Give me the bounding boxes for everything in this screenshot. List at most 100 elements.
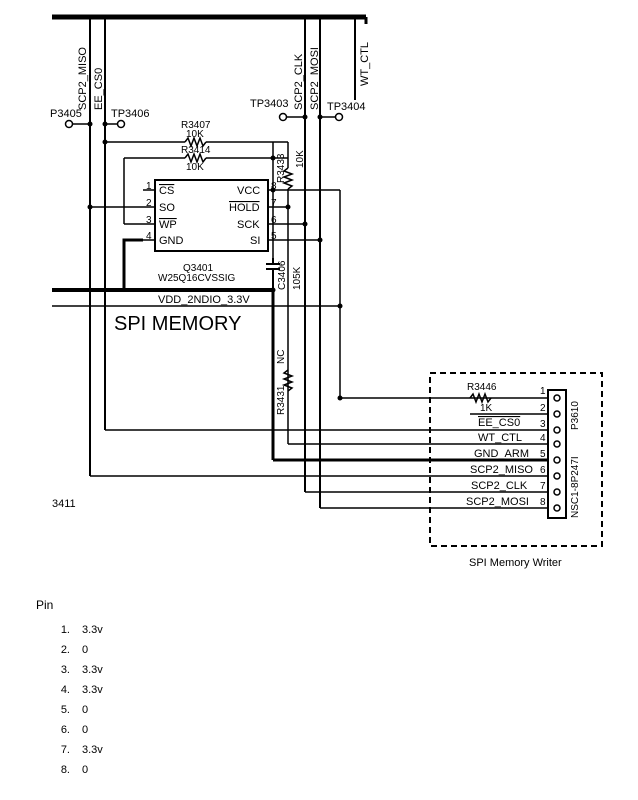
r3446-ref: R3446 (467, 382, 497, 393)
page-ref: 3411 (52, 498, 76, 510)
connector-title: SPI Memory Writer (469, 557, 562, 569)
r3433-value: 10K (295, 150, 306, 168)
chip-pin-2-name: SO (159, 202, 175, 214)
c3406-ref: C3406 (277, 260, 288, 290)
chip-pin-3-num: 3 (146, 215, 152, 226)
chip-pin-1-name: CS (159, 185, 174, 197)
pin-voltage: 3.3v (82, 744, 103, 756)
r3407-ref: R3407 (181, 120, 211, 131)
pin-number: 5. (60, 704, 70, 716)
pin-heading: Pin (36, 598, 54, 612)
pin-number: 3. (60, 664, 70, 676)
connector-pin-7-num: 7 (540, 481, 546, 492)
connector-pin-4-label: WT_CTL (478, 432, 522, 444)
connector-pin-8-num: 8 (540, 497, 546, 508)
r3431-value: NC (276, 350, 287, 364)
connector-pin-5-num: 5 (540, 449, 546, 460)
chip-pin-5-name: SI (250, 235, 260, 247)
chip-pin-4-num: 4 (146, 231, 152, 242)
label-tp3403: TP3403 (250, 98, 289, 110)
connector-pin-3-label: EE_CS0 (478, 417, 520, 429)
list-item: 7. 3.3v (28, 740, 103, 760)
pin-voltage: 0 (82, 704, 89, 716)
chip-ref: Q3401 (183, 263, 213, 274)
connector-outline (429, 372, 603, 547)
connector-pin-5-label: GND_ARM (474, 448, 529, 460)
c3406-value: 105K (292, 266, 303, 290)
list-item: 5.0 (28, 700, 103, 720)
label-scp2-miso: SCP2_MISO (77, 47, 89, 110)
chip-pin-7-name: HOLD (229, 202, 260, 214)
chip-right-wiring (90, 189, 548, 509)
chip-pin-6-name: SCK (237, 219, 260, 231)
chip-pin-4-name: GND (159, 235, 184, 247)
pin-number: 2. (60, 644, 70, 656)
connector-pin-2-label: 1K (480, 403, 493, 414)
pin-voltage: 3.3v (82, 684, 103, 696)
connector-ref: P3610 (570, 401, 581, 430)
resistor-r3431 (281, 369, 295, 392)
connector-pin-6-num: 6 (540, 465, 546, 476)
r3433-ref: R3433 (276, 153, 287, 183)
chip-pin-6-num: 6 (271, 215, 277, 226)
pin-voltage-section: Pin 1.3.3v 2.0 3.3.3v 4.3.3v 5.0 6.0 7.3… (0, 590, 638, 800)
connector-pin-8-label: SCP2_MOSI (466, 496, 529, 508)
r3414-value: 10K (186, 162, 204, 173)
chip-pin-5-num: 5 (271, 231, 277, 242)
pin-voltage: 3.3v (82, 624, 103, 636)
chip-pin-8-name: VCC (237, 185, 260, 197)
chip-pin-3-name: WP (159, 219, 177, 231)
label-tp3406: TP3406 (111, 108, 150, 120)
section-title: SPI MEMORY (114, 313, 241, 335)
pin-voltage-list: 1.3.3v 2.0 3.3.3v 4.3.3v 5.0 6.0 7.3.3v … (28, 620, 103, 780)
schematic-diagram: SCP2_MISO EE_CS0 SCP2_CLK SCP2_MOSI WT_C… (50, 14, 603, 569)
list-item: 6.0 (28, 720, 103, 740)
tp3405-marker (64, 119, 74, 129)
tp3406-marker (116, 119, 126, 129)
list-item: 2.0 (28, 640, 103, 660)
connector-pin-1-num: 1 (540, 386, 546, 397)
connector-pin-7-label: SCP2_CLK (471, 480, 528, 492)
chip-part-number: W25Q16CVSSIG (158, 273, 235, 284)
connector-pin-3-num: 3 (540, 419, 546, 430)
label-tp3405: P3405 (50, 108, 82, 120)
tp3404-marker (334, 112, 344, 122)
label-ee-cs0: EE_CS0 (93, 68, 105, 110)
tp3403-marker (278, 112, 288, 122)
list-item: 4. 3.3v (28, 680, 103, 700)
chip-pin-8-num: 8 (271, 181, 277, 192)
connector-pin-6-label: SCP2_MISO (470, 464, 533, 476)
chip-pin-7-num: 7 (271, 198, 277, 209)
list-item: 1.3.3v (28, 620, 103, 640)
pin-number: 7. (60, 744, 70, 756)
resistor-r3446 (469, 391, 492, 405)
pin-number: 6. (60, 724, 70, 736)
list-item: 8.0 (28, 760, 103, 780)
pin-voltage: 0 (82, 764, 89, 776)
power-buses (52, 238, 548, 462)
connector-pin-4-num: 4 (540, 433, 546, 444)
pin-voltage: 0 (82, 724, 89, 736)
pin-number: 4. (60, 684, 70, 696)
r3431-ref: R3431 (276, 385, 287, 415)
pin-voltage: 3.3v (82, 664, 103, 676)
pin-voltage: 0 (82, 644, 89, 656)
test-points (64, 112, 344, 129)
label-vdd: VDD_2NDIO_3.3V (158, 294, 250, 306)
label-tp3404: TP3404 (327, 101, 366, 113)
vertical-nets (89, 17, 356, 508)
r3407-value: 10K (186, 129, 204, 140)
connector-part: NSC1-8P247I (570, 456, 581, 518)
chip-pin-1-num: 1 (146, 181, 152, 192)
label-scp2-clk: SCP2_CLK (293, 53, 305, 110)
capacitor-c3406 (266, 258, 280, 290)
chip-pin-2-num: 2 (146, 198, 152, 209)
label-wt-ctl: WT_CTL (359, 42, 371, 86)
list-item: 3. 3.3v (28, 660, 103, 680)
r3414-ref: R3414 (181, 145, 211, 156)
connector-pin-markers (553, 394, 561, 512)
connector-body (547, 389, 567, 519)
pin-number: 8. (60, 764, 70, 776)
label-scp2-mosi: SCP2_MOSI (309, 47, 321, 110)
connector-pin-2-num: 2 (540, 403, 546, 414)
